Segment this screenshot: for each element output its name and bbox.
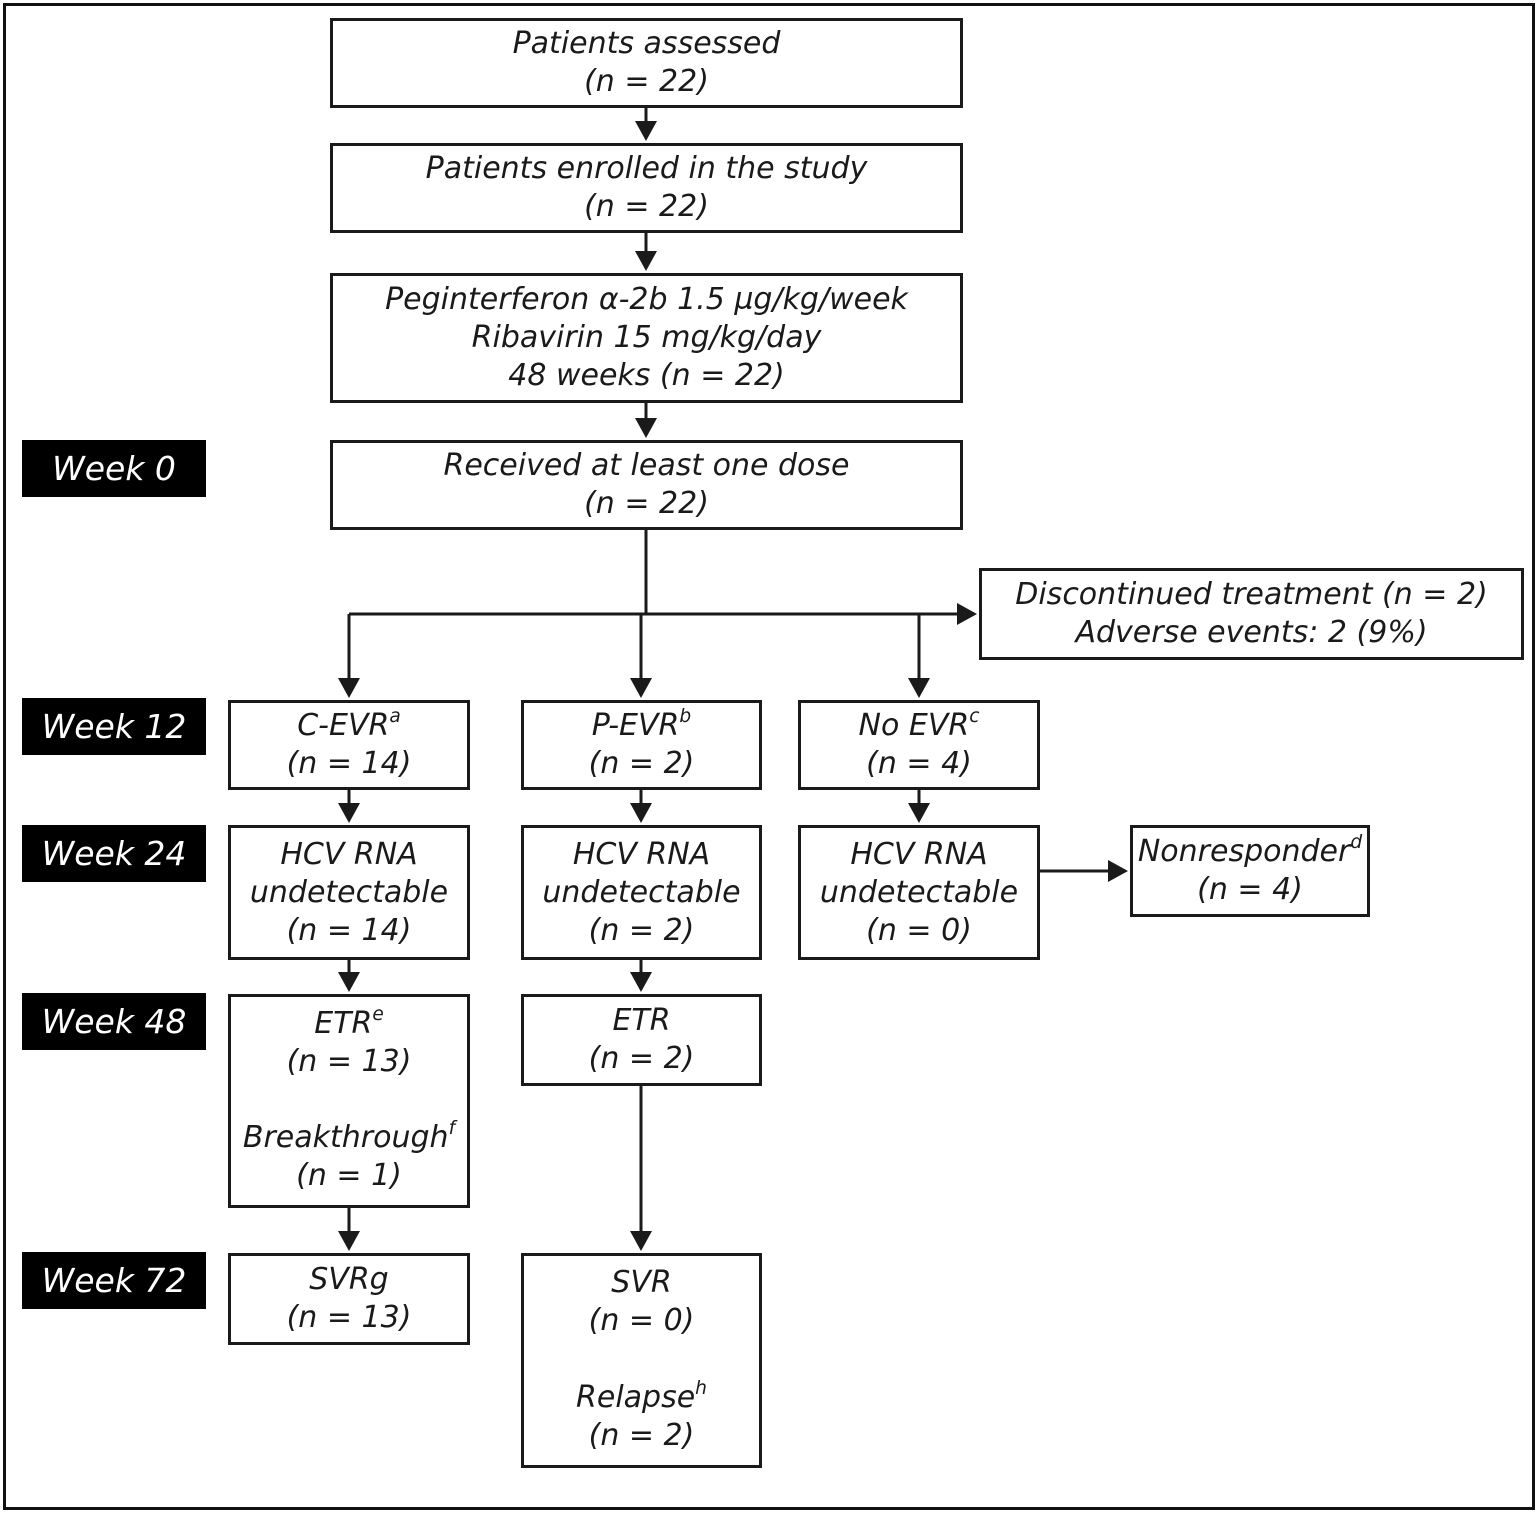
box-count: (n = 22) [584, 189, 709, 224]
box-text: Peginterferon α-2b 1.5 µg/kg/week [385, 282, 908, 317]
box-patients-enrolled: Patients enrolled in the study (n = 22) [330, 143, 963, 233]
box-count: (n = 2) [588, 1418, 695, 1453]
box-text: SVRg [309, 1262, 389, 1297]
footnote-marker: e [372, 1004, 384, 1026]
box-text: undetectable [542, 874, 741, 910]
box-text: Adverse events: 2 (9%) [1075, 615, 1428, 650]
box-nonresponder: Nonresponderd (n = 4) [1130, 825, 1370, 917]
box-count: (n = 13) [286, 1044, 412, 1079]
box-text: HCV RNA [280, 836, 418, 872]
box-text: Ribavirin 15 mg/kg/day [471, 320, 822, 355]
box-text: Relapseh [576, 1378, 707, 1415]
box-count: (n = 14) [286, 912, 412, 948]
box-count: (n = 1) [296, 1158, 402, 1193]
box-text: ETR [612, 1003, 671, 1038]
timeline-label-week-24: Week 24 [22, 825, 206, 882]
box-svr-g: SVRg (n = 13) [228, 1253, 470, 1345]
timeline-label-week-72: Week 72 [22, 1252, 206, 1309]
box-hcv-rna-undetectable-3: HCV RNA undetectable (n = 0) [798, 825, 1040, 960]
box-count: (n = 0) [866, 912, 972, 948]
box-count: (n = 4) [1197, 872, 1303, 907]
box-text: Patients assessed [512, 26, 781, 61]
box-no-evr: No EVRc (n = 4) [798, 700, 1040, 790]
box-section-breakthrough: Breakthroughf (n = 1) [243, 1119, 455, 1195]
box-text: Nonresponderd [1137, 832, 1363, 869]
footnote-marker: c [969, 706, 980, 728]
box-text: SVR [611, 1265, 672, 1300]
box-c-evr: C-EVRa (n = 14) [228, 700, 470, 790]
box-section-etr: ETRe (n = 13) [287, 1005, 412, 1081]
box-count: (n = 4) [866, 746, 972, 781]
box-text: ETRe [314, 1004, 384, 1041]
footnote-marker: d [1350, 832, 1363, 854]
box-etr: ETR (n = 2) [521, 994, 762, 1086]
timeline-label-week-0: Week 0 [22, 440, 206, 497]
timeline-label-text: Week 24 [41, 834, 187, 873]
box-hcv-rna-undetectable-2: HCV RNA undetectable (n = 2) [521, 825, 762, 960]
box-svr-relapse: SVR (n = 0) Relapseh (n = 2) [521, 1253, 762, 1468]
box-etr-breakthrough: ETRe (n = 13) Breakthroughf (n = 1) [228, 994, 470, 1208]
box-patients-assessed: Patients assessed (n = 22) [330, 18, 963, 108]
box-count: (n = 2) [588, 746, 695, 781]
box-text: Breakthroughf [242, 1118, 456, 1155]
timeline-label-text: Week 48 [41, 1002, 187, 1041]
box-section-relapse: Relapseh (n = 2) [576, 1379, 707, 1455]
box-count: (n = 22) [584, 64, 709, 99]
box-received-dose: Received at least one dose (n = 22) [330, 440, 963, 530]
timeline-label-week-12: Week 12 [22, 698, 206, 755]
box-text: Discontinued treatment (n = 2) [1015, 577, 1488, 612]
footnote-marker: f [448, 1118, 456, 1140]
timeline-label-text: Week 0 [52, 449, 176, 488]
footnote-marker: b [679, 706, 692, 728]
box-count: (n = 0) [588, 1303, 695, 1338]
box-discontinued-treatment: Discontinued treatment (n = 2) Adverse e… [979, 568, 1524, 660]
box-text: Received at least one dose [443, 448, 850, 483]
box-count: (n = 22) [584, 486, 709, 521]
box-text: HCV RNA [572, 836, 711, 872]
box-p-evr: P-EVRb (n = 2) [521, 700, 762, 790]
timeline-label-text: Week 12 [41, 707, 187, 746]
box-count: (n = 14) [286, 746, 412, 781]
box-hcv-rna-undetectable-1: HCV RNA undetectable (n = 14) [228, 825, 470, 960]
box-count: (n = 2) [588, 912, 695, 948]
footnote-marker: h [695, 1378, 707, 1400]
box-text: P-EVRb [591, 706, 692, 743]
box-count: (n = 2) [588, 1041, 695, 1076]
box-count: (n = 13) [286, 1300, 412, 1335]
box-text: undetectable [249, 874, 449, 910]
box-treatment-regimen: Peginterferon α-2b 1.5 µg/kg/week Ribavi… [330, 273, 963, 403]
box-text: Patients enrolled in the study [425, 151, 868, 186]
box-text: HCV RNA [850, 836, 988, 872]
footnote-marker: a [389, 706, 401, 728]
box-text: undetectable [819, 874, 1019, 910]
timeline-label-text: Week 72 [41, 1261, 187, 1300]
box-text: C-EVRa [297, 706, 401, 743]
box-section-svr: SVR (n = 0) [589, 1264, 695, 1340]
box-text: No EVRc [858, 706, 980, 743]
timeline-label-week-48: Week 48 [22, 993, 206, 1050]
box-count: 48 weeks (n = 22) [508, 358, 785, 393]
